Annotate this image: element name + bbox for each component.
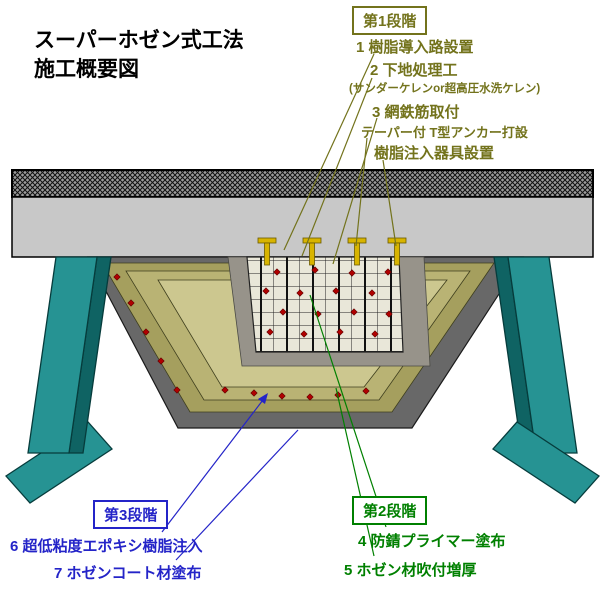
- leader-stage1-injector: [382, 159, 397, 247]
- leader-stage1-item3: [332, 117, 378, 265]
- leader-stage2-item4: [309, 294, 387, 528]
- wire-mesh: [247, 257, 403, 352]
- t-anchor: [257, 237, 277, 266]
- leader-stage3-item6: [161, 395, 267, 533]
- left-column: [27, 256, 98, 454]
- stage2-item4: 4 防錆プライマー塗布: [358, 533, 506, 550]
- stage2-label: 第2段階: [352, 496, 428, 525]
- concrete-slab: [11, 196, 594, 258]
- stage1-item3: 3 網鉄筋取付: [372, 104, 460, 121]
- leader-stage1-item2: [301, 77, 373, 257]
- stage1-item1: 1 樹脂導入路設置: [356, 39, 474, 56]
- stage3-item6: 6 超低粘度エポキシ樹脂注入: [10, 538, 203, 555]
- title-line-2: 施工概要図: [34, 58, 139, 82]
- stage3-item7: 7 ホゼンコート材塗布: [54, 565, 202, 582]
- stage1-label: 第1段階: [352, 6, 428, 35]
- asphalt-overlay-hatch: [11, 169, 594, 198]
- title-line-1: スーパーホゼン式工法: [34, 29, 244, 52]
- shoring-supports: [5, 256, 600, 504]
- right-column: [507, 256, 578, 454]
- leader-stage2-item5: [335, 387, 375, 557]
- mesh-outline: [246, 256, 404, 353]
- leader-lines: [161, 53, 397, 561]
- page-title: スーパーホゼン式工法 施工概要図: [34, 26, 244, 85]
- stage1-item2-note: (サンダーケレンor超高圧水洗ケレン): [349, 83, 541, 95]
- stage2-item5: 5 ホゼン材吹付増厚: [344, 562, 477, 579]
- mesh-rebar-lines: [247, 257, 403, 352]
- leader-stage3-item7: [175, 429, 299, 561]
- right-diagonal-brace: [492, 421, 600, 504]
- stage3-label: 第3段階: [93, 500, 169, 529]
- t-anchor: [302, 237, 322, 266]
- t-anchor: [387, 237, 407, 266]
- arrowhead-stage3: [258, 393, 268, 404]
- leader-stage1-item1: [283, 53, 375, 251]
- stage1-item3-note2: 樹脂注入器具設置: [374, 145, 495, 162]
- stage1-item2: 2 下地処理工: [370, 62, 458, 79]
- stage1-item3-note1: テーパー付 T型アンカー打設: [361, 125, 528, 140]
- leader-stage1-anchor: [355, 137, 368, 247]
